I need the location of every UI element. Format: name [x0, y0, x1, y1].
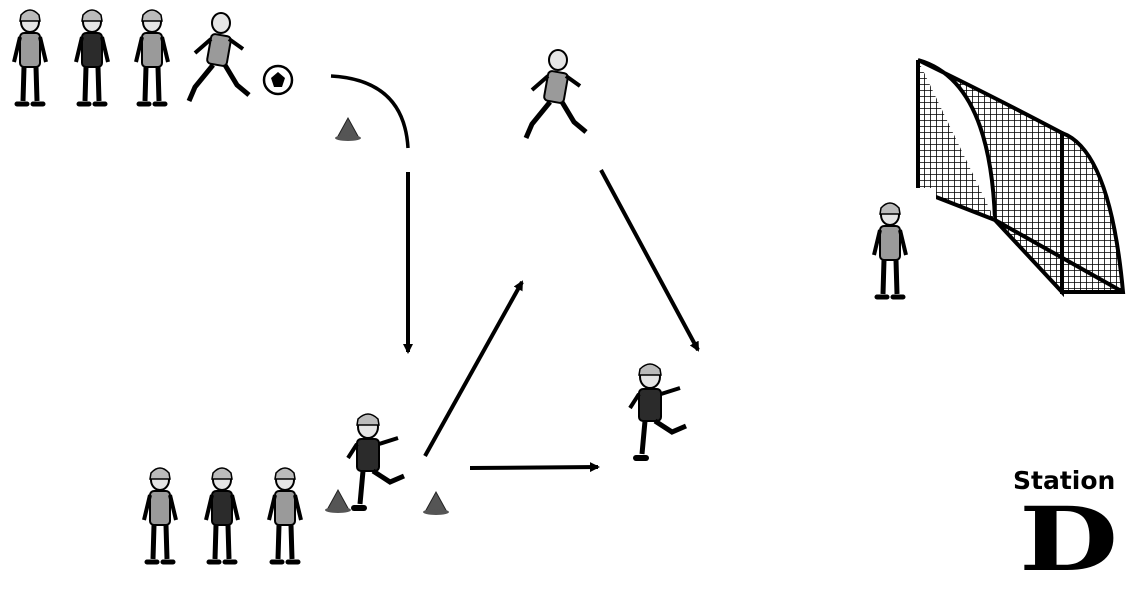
cone-icon: [422, 491, 450, 516]
run-arrow-down: [599, 169, 700, 352]
curved-path-arrow: [330, 74, 410, 149]
station-letter: D: [1019, 487, 1119, 591]
runner-player: [526, 50, 586, 138]
station-label: Station: [1013, 466, 1116, 495]
cone-icon: [324, 489, 352, 514]
queue-bottom-player-1: [144, 468, 176, 562]
pass-arrow-right: [469, 462, 600, 473]
ball-icon: [262, 64, 294, 96]
dribbling-player: [189, 13, 249, 101]
kicking-player: [348, 414, 404, 508]
cone-icon: [334, 117, 362, 142]
queue-bottom-player-2: [206, 468, 238, 562]
receiving-player: [630, 364, 686, 458]
queue-top-player-1: [14, 10, 46, 104]
queue-top-player-3: [136, 10, 168, 104]
pass-arrow-up: [423, 280, 524, 457]
goal-icon: [916, 58, 1126, 298]
queue-bottom-player-3: [269, 468, 301, 562]
queue-top-player-2: [76, 10, 108, 104]
